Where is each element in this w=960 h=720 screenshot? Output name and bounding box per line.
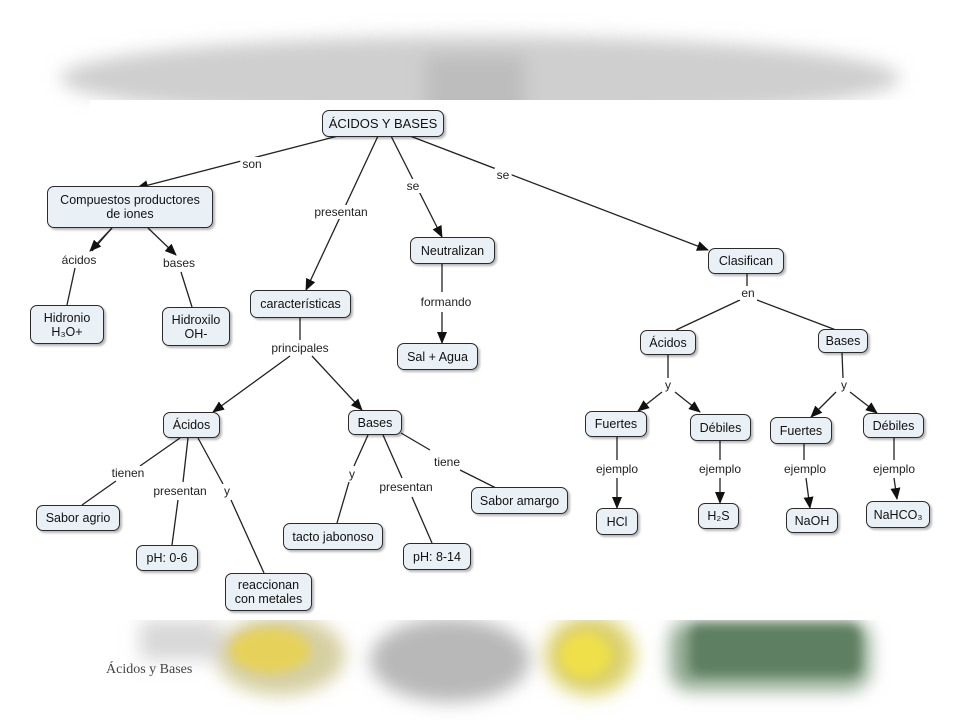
link-label-ejemplo-h2s: ejemplo: [696, 462, 744, 476]
link-label-bases: bases: [160, 256, 198, 270]
link-label-se-clasifican: se: [494, 168, 512, 182]
node-tacto-jabonoso[interactable]: tacto jabonoso: [283, 523, 383, 550]
connector-presentan-acid: [171, 499, 179, 546]
connector-son: [136, 135, 339, 191]
connector-en-acidos: [675, 299, 741, 331]
node-compuestos-productores-de-iones[interactable]: Compuestos productores de iones: [47, 186, 213, 228]
node-debiles-acidos[interactable]: Débiles: [690, 414, 751, 441]
node-reaccionan-con-metales[interactable]: reaccionan con metales: [225, 573, 312, 611]
node-fuertes-acidos[interactable]: Fuertes: [585, 411, 647, 437]
connector-y-acid-upper: [197, 437, 224, 485]
link-label-y-clasif-bases: y: [839, 378, 849, 392]
connector-y-cls-a-debiles: [674, 391, 701, 413]
connector-y-cls-b-fuertes: [810, 391, 837, 418]
node-hcl[interactable]: HCl: [596, 508, 638, 535]
connector-bases-arrow: [147, 227, 177, 256]
node-nahco3[interactable]: NaHCO₃: [866, 501, 930, 528]
connector-y-cls-a-fuertes: [637, 391, 663, 412]
node-acidos-caracteristicas[interactable]: Ácidos: [163, 412, 220, 438]
concept-map-panel: [90, 100, 938, 620]
node-bases-clasificacion[interactable]: Bases: [818, 329, 868, 353]
node-sabor-agrio[interactable]: Sabor agrio: [36, 505, 120, 531]
connector-tienen: [81, 480, 117, 506]
node-neutralizan[interactable]: Neutralizan: [410, 237, 495, 264]
link-label-ejemplo-hcl: ejemplo: [593, 462, 641, 476]
node-clasifican[interactable]: Clasifican: [708, 248, 784, 274]
node-h2s[interactable]: H₂S: [698, 503, 739, 529]
link-label-presentan: presentan: [312, 205, 370, 219]
node-bases-caracteristicas[interactable]: Bases: [348, 410, 402, 435]
connector-presentan-base: [411, 496, 433, 544]
link-label-son: son: [240, 157, 264, 171]
link-label-tiene: tiene: [431, 455, 463, 469]
node-naoh[interactable]: NaOH: [786, 508, 838, 533]
connector-ejemplo-4: [890, 477, 901, 500]
node-acidos-clasificacion[interactable]: Ácidos: [640, 330, 696, 355]
connector-tienen-upper: [139, 437, 181, 467]
slide-footer-title: Ácidos y Bases: [106, 662, 193, 677]
connector-bases-lower: [180, 271, 193, 308]
link-label-principales: principales: [269, 341, 331, 355]
connector-se-clasifican: [409, 135, 709, 251]
link-label-y-bases: y: [347, 467, 357, 481]
link-label-y-clasif-acidos: y: [663, 378, 673, 392]
link-label-en: en: [739, 286, 757, 300]
link-label-ejemplo-naoh: ejemplo: [781, 462, 829, 476]
connector-y-acid: [230, 499, 265, 574]
link-label-y-acidos: y: [222, 484, 232, 498]
connector-y-base-upper: [353, 434, 369, 467]
link-label-presentan-bases: presentan: [377, 480, 435, 494]
connector-presentan-base-upper: [382, 434, 403, 479]
node-caracteristicas[interactable]: características: [250, 290, 351, 318]
node-ph-8-14[interactable]: pH: 8-14: [403, 543, 471, 570]
connector-ejemplo-3: [803, 477, 814, 509]
connector-y-cls-b-debiles: [849, 391, 878, 414]
node-hidronio[interactable]: Hidronio H₃O+: [30, 305, 104, 344]
node-sabor-amargo[interactable]: Sabor amargo: [471, 487, 568, 514]
node-sal-agua[interactable]: Sal + Agua: [397, 343, 478, 370]
node-fuertes-bases[interactable]: Fuertes: [770, 417, 832, 444]
connector-en-bases: [756, 299, 837, 331]
connector-principales-acidos: [212, 355, 291, 413]
connector-acidos-lower: [66, 267, 76, 306]
link-label-acidos: ácidos: [59, 253, 99, 267]
node-acidos-y-bases[interactable]: ÁCIDOS Y BASES: [322, 110, 444, 137]
node-ph-0-6[interactable]: pH: 0-6: [136, 545, 198, 571]
connector-principales-bases: [311, 355, 363, 411]
connector-y-base: [336, 481, 350, 524]
connector-presentan-acid-upper: [182, 437, 189, 483]
link-label-presentan-acidos: presentan: [151, 484, 209, 498]
node-debiles-bases[interactable]: Débiles: [863, 413, 924, 438]
link-label-tienen: tienen: [109, 466, 147, 480]
link-label-se-neutralizan: se: [404, 179, 422, 193]
node-hidroxilo[interactable]: Hidroxilo OH-: [162, 307, 230, 346]
link-label-formando: formando: [418, 295, 474, 309]
connector-tiene: [459, 469, 499, 490]
connector-tiene-upper: [400, 432, 431, 451]
connector-y-cls-b-upper: [841, 352, 844, 379]
connector-acidos-arrow: [89, 227, 113, 252]
link-label-ejemplo-nahco3: ejemplo: [870, 462, 918, 476]
